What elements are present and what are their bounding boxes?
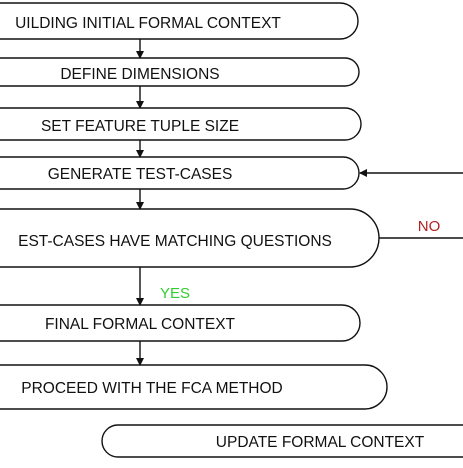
step-generate-label: GENERATE TEST-CASES: [48, 166, 233, 183]
step-generate-test-cases: GENERATE TEST-CASES: [0, 156, 360, 190]
step-update-label: UPDATE FORMAL CONTEXT: [216, 434, 425, 451]
step-update-context: UPDATE FORMAL CONTEXT: [101, 424, 463, 458]
step-build-initial-context: UILDING INITIAL FORMAL CONTEXT: [0, 2, 359, 40]
step-tuple-label: SET FEATURE TUPLE SIZE: [41, 118, 239, 135]
step-proceed-label: PROCEED WITH THE FCA METHOD: [21, 380, 283, 397]
step-matching-questions: EST-CASES HAVE MATCHING QUESTIONS: [0, 208, 380, 268]
step-proceed-fca: PROCEED WITH THE FCA METHOD: [0, 364, 388, 410]
no-label: NO: [418, 218, 441, 235]
step-final-label: FINAL FORMAL CONTEXT: [45, 316, 236, 333]
step-final-context: FINAL FORMAL CONTEXT: [0, 304, 361, 342]
step-set-tuple-size: SET FEATURE TUPLE SIZE: [0, 107, 362, 141]
step-dimensions-label: DEFINE DIMENSIONS: [60, 66, 219, 83]
step-define-dimensions: DEFINE DIMENSIONS: [0, 57, 360, 87]
step-build-label: UILDING INITIAL FORMAL CONTEXT: [15, 15, 281, 32]
step-decision-label: EST-CASES HAVE MATCHING QUESTIONS: [18, 233, 332, 250]
yes-label: YES: [160, 285, 190, 302]
